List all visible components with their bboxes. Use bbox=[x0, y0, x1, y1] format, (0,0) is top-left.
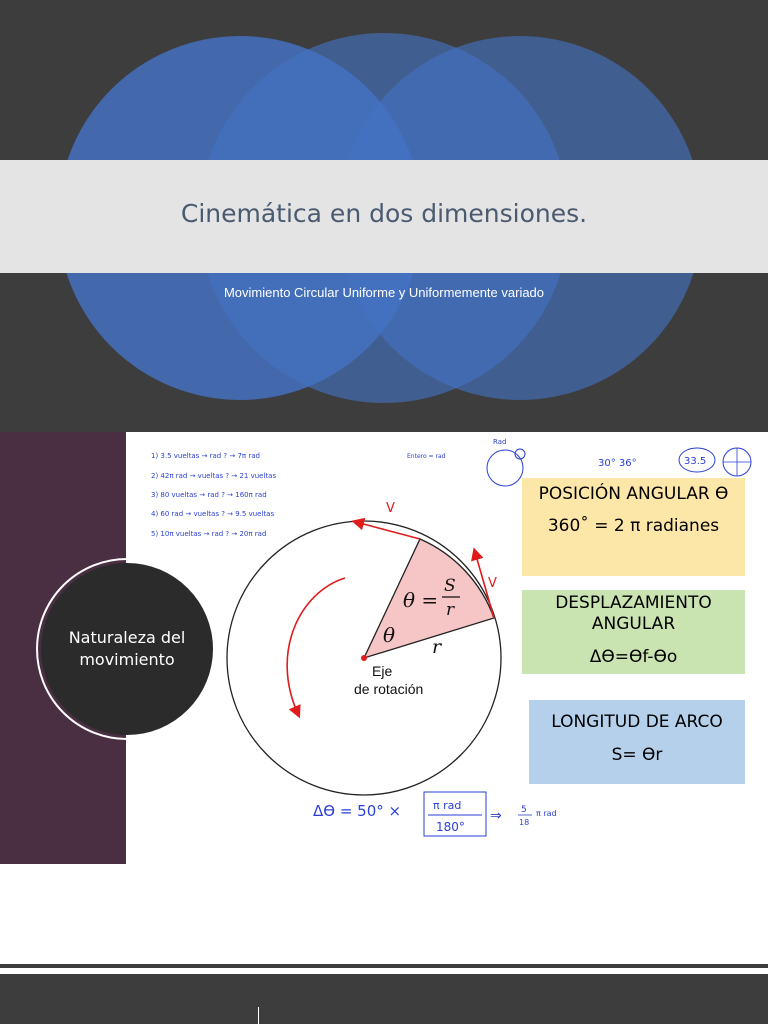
rotation-axis-dot bbox=[361, 655, 367, 661]
text-cursor bbox=[258, 1007, 259, 1024]
content-slide: Naturaleza del movimiento V V θ θ = S r … bbox=[0, 432, 768, 864]
velocity-label-top: V bbox=[386, 501, 395, 516]
handwritten-note-value: 33.5 bbox=[684, 456, 706, 467]
title-slide: Cinemática en dos dimensiones. Movimient… bbox=[0, 0, 768, 432]
angular-position-title: POSICIÓN ANGULAR Ɵ bbox=[538, 484, 729, 504]
section-label: Naturaleza del movimiento bbox=[68, 628, 186, 669]
handwritten-note-rad: Rad bbox=[493, 438, 506, 446]
equation-frac-num: π rad bbox=[433, 799, 461, 812]
handwritten-value-ellipse bbox=[678, 447, 716, 473]
equation-result-num: 5 bbox=[521, 805, 527, 815]
axis-label-line1: Eje bbox=[372, 663, 392, 679]
equation-result-unit: π rad bbox=[536, 809, 557, 818]
handwritten-note-center: Entero = rad bbox=[407, 453, 446, 460]
velocity-label-right: V bbox=[488, 576, 497, 591]
formula-numerator: S bbox=[444, 576, 456, 596]
list-item: 2) 42π rad → vueltas ? → 21 vueltas bbox=[151, 472, 276, 480]
handwritten-conversion-equation: ΔƟ = 50° × π rad 180° ⇒ 5 18 π rad bbox=[313, 791, 557, 837]
slide-separator bbox=[0, 964, 768, 968]
list-item: 3) 80 vueltas → rad ? → 160π rad bbox=[151, 491, 267, 499]
angular-displacement-box: DESPLAZAMIENTO ANGULAR ΔƟ=Ɵf-Ɵo bbox=[522, 590, 745, 674]
velocity-arrow-top bbox=[351, 517, 421, 540]
radius-label: r bbox=[432, 636, 443, 658]
theta-label: θ bbox=[383, 623, 395, 647]
equation-frac-den: 180° bbox=[436, 820, 465, 834]
arc-length-formula: S= Ɵr bbox=[611, 745, 663, 765]
equation-result-den: 18 bbox=[519, 818, 529, 827]
list-item: 4) 60 rad → vueltas ? → 9.5 vueltas bbox=[151, 510, 274, 518]
section-circle: Naturaleza del movimiento bbox=[41, 563, 213, 735]
arc-length-box: LONGITUD DE ARCO S= Ɵr bbox=[529, 700, 745, 784]
equation-fraction-box bbox=[423, 791, 487, 837]
angular-displacement-formula: ΔƟ=Ɵf-Ɵo bbox=[589, 647, 678, 667]
list-item: 5) 10π vueltas → rad ? → 20π rad bbox=[151, 530, 266, 538]
section-circle-ring bbox=[36, 558, 218, 740]
handwritten-note-angles: 30° 36° bbox=[598, 458, 637, 469]
slide-title: Cinemática en dos dimensiones. bbox=[180, 199, 588, 228]
rotation-direction-arrow bbox=[286, 577, 346, 719]
arc-length-title: LONGITUD DE ARCO bbox=[551, 712, 723, 732]
next-slide-partial bbox=[0, 974, 768, 1024]
equation-arrow: ⇒ bbox=[490, 808, 502, 824]
angular-position-formula: 360˚ = 2 π radianes bbox=[547, 516, 720, 536]
handwritten-exercise-list: 1) 3.5 vueltas → rad ? → 7π rad 2) 42π r… bbox=[151, 452, 276, 538]
handwritten-mini-circle-inner bbox=[514, 448, 526, 460]
formula-lhs: θ = bbox=[403, 588, 438, 612]
axis-label-line2: de rotación bbox=[354, 681, 423, 697]
angular-position-box: POSICIÓN ANGULAR Ɵ 360˚ = 2 π radianes bbox=[522, 478, 745, 576]
list-item: 1) 3.5 vueltas → rad ? → 7π rad bbox=[151, 452, 260, 460]
handwritten-mini-circle bbox=[486, 449, 524, 487]
velocity-arrow-right bbox=[471, 547, 495, 619]
title-band bbox=[0, 160, 768, 273]
slide-subtitle: Movimiento Circular Uniforme y Uniformem… bbox=[223, 285, 545, 300]
formula-denominator: r bbox=[446, 600, 455, 620]
angular-displacement-title: DESPLAZAMIENTO ANGULAR bbox=[555, 593, 712, 634]
equation-lhs: ΔƟ = 50° × bbox=[313, 802, 401, 820]
